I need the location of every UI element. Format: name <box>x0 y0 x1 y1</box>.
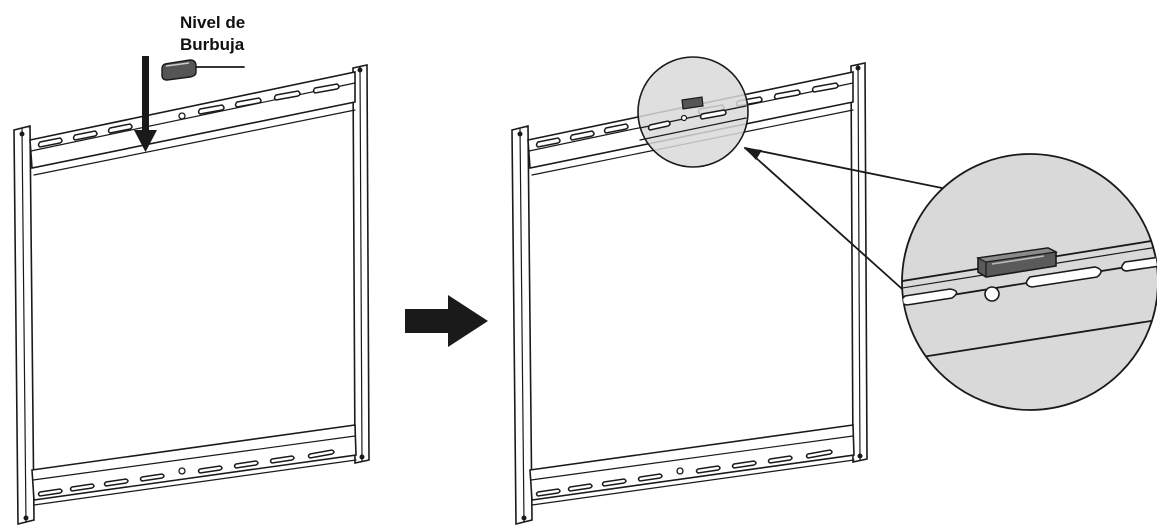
bottom-rail-slots <box>535 449 833 497</box>
bubble-level-label-line2: Burbuja <box>180 35 245 54</box>
down-arrow-icon <box>134 56 157 152</box>
bubble-level-small <box>681 96 704 110</box>
zoom-connector-top <box>744 147 943 189</box>
bubble-level-zoomed <box>976 247 1058 278</box>
bubble-level-label-line1: Nivel de <box>180 13 245 32</box>
detail-highlight-circle <box>637 56 749 168</box>
wall-plate-left <box>13 64 370 526</box>
connector-arrowhead <box>745 148 762 160</box>
top-rail <box>29 71 356 169</box>
right-arrow-icon <box>405 295 488 347</box>
zoom-connector-bottom <box>744 147 921 306</box>
bubble-level <box>161 59 197 81</box>
top-rail-slots <box>37 83 340 148</box>
zoom-detail-circle <box>901 153 1157 411</box>
bottom-rail-slots <box>37 449 335 497</box>
